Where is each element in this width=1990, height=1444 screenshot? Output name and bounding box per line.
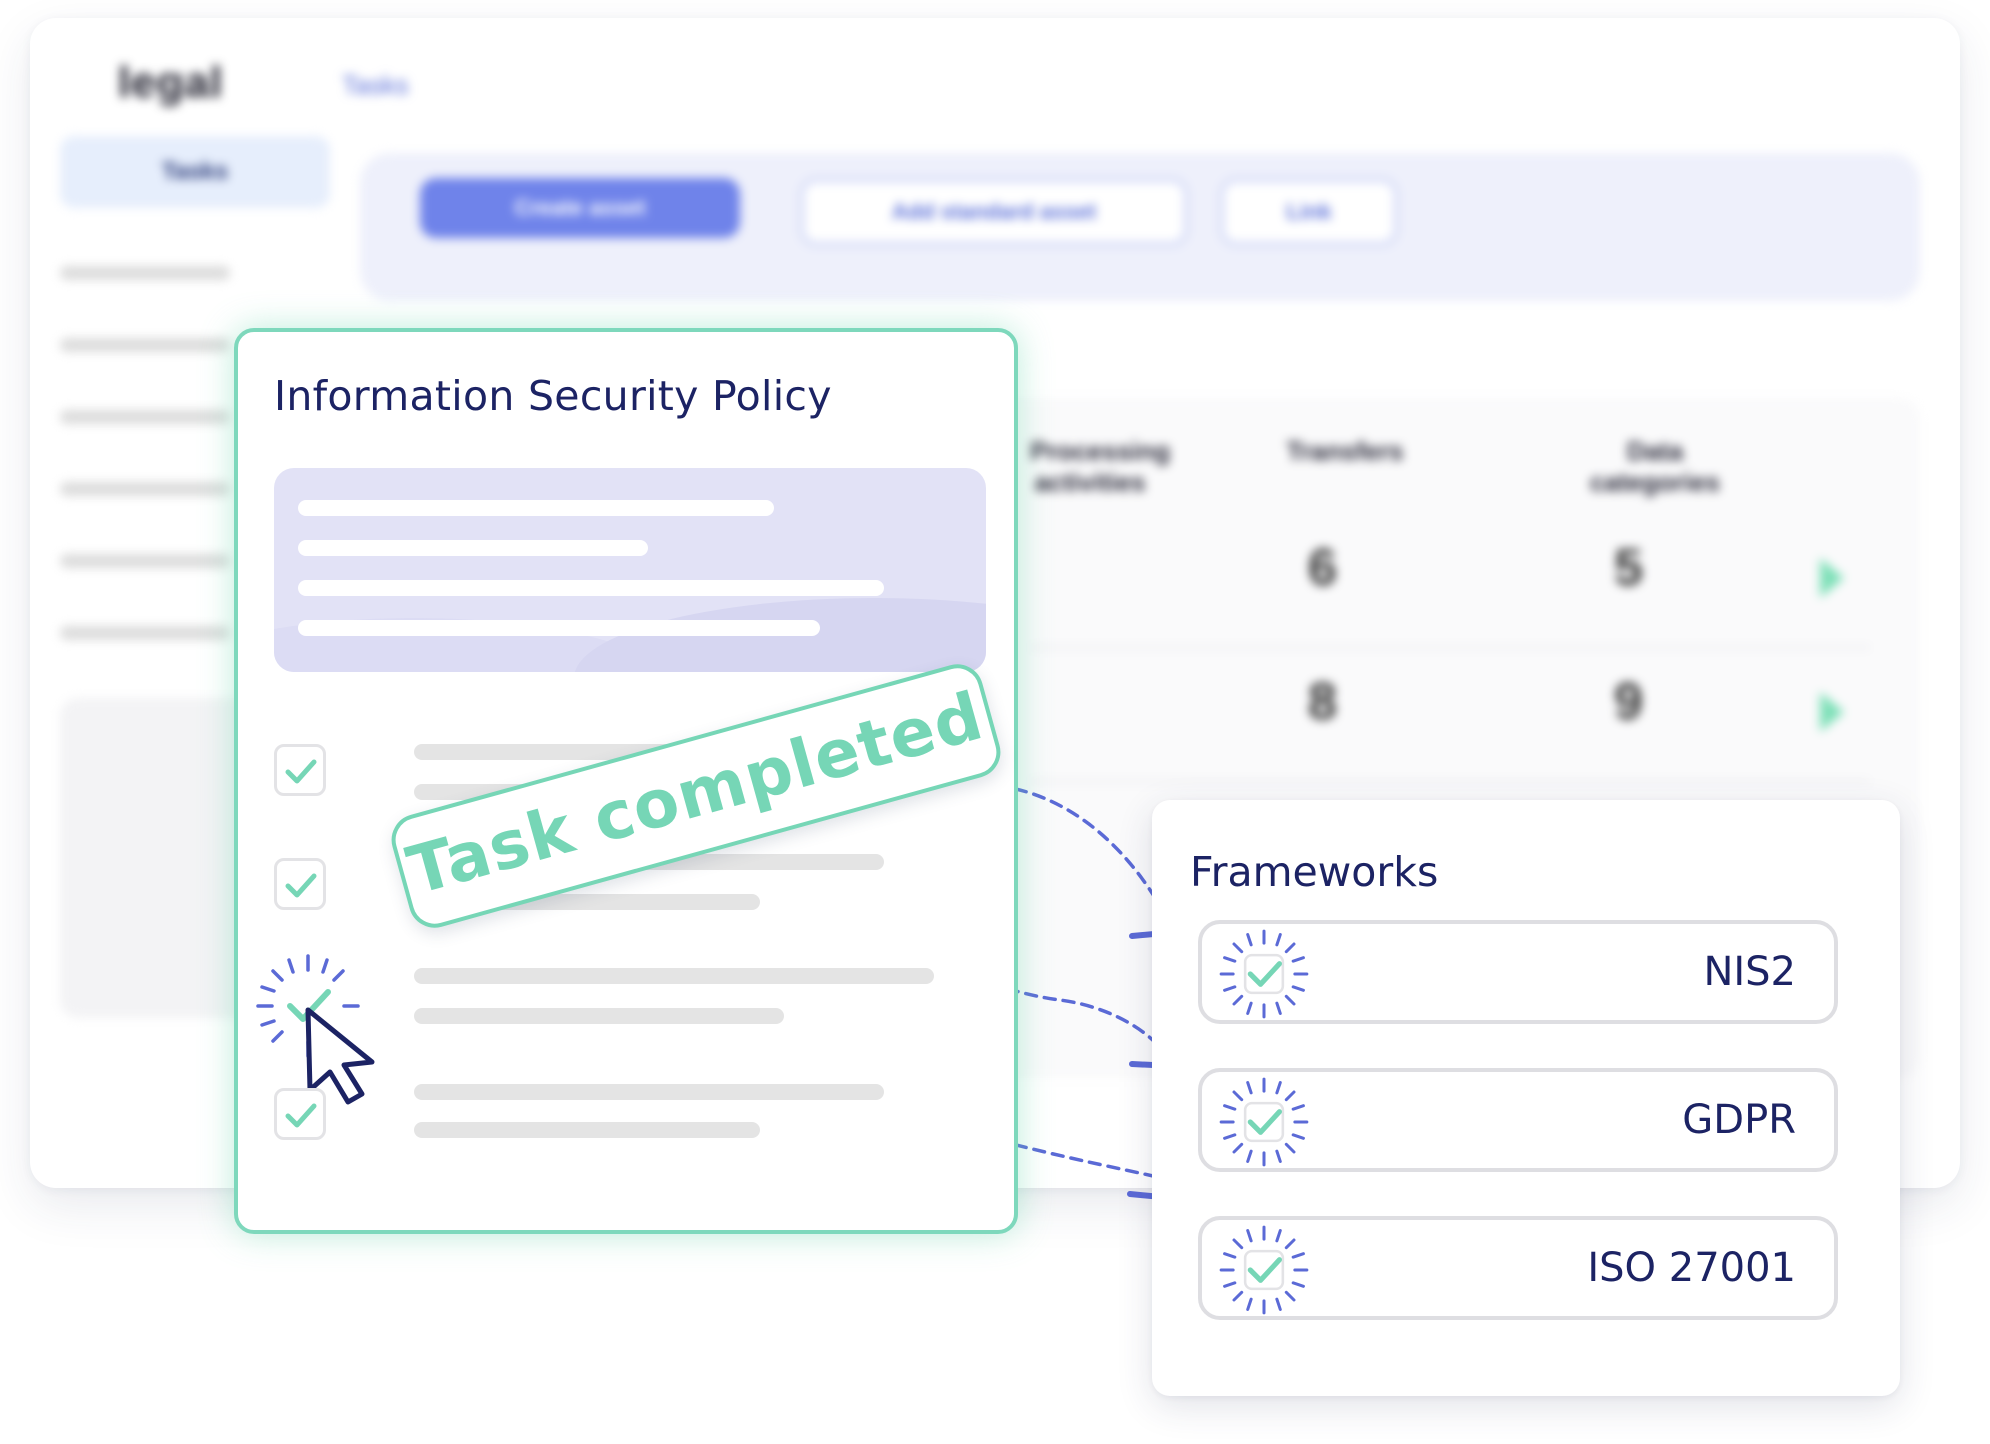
sidebar-item[interactable]	[60, 626, 230, 640]
verified-check-icon	[1219, 1077, 1309, 1167]
frameworks-card: Frameworks NIS2	[1152, 800, 1900, 1396]
framework-label: GDPR	[1682, 1097, 1796, 1143]
table-header: Transfers	[1286, 436, 1404, 466]
verified-check-icon	[1219, 1225, 1309, 1315]
chevron-right-icon[interactable]	[1820, 558, 1844, 598]
table-cell: 9	[1614, 673, 1643, 731]
sidebar-item[interactable]	[60, 482, 230, 496]
task-text-line	[414, 1122, 760, 1138]
link-button[interactable]: Link	[1220, 178, 1398, 246]
sidebar-item-tasks[interactable]: Tasks	[60, 136, 330, 208]
chevron-right-icon[interactable]	[1820, 692, 1844, 732]
framework-label: NIS2	[1703, 949, 1796, 995]
checkmark-icon	[285, 759, 317, 784]
top-nav-tasks[interactable]: Tasks	[342, 70, 409, 100]
table-divider	[1030, 646, 1870, 649]
verified-check-icon	[1219, 929, 1309, 1019]
task-text-line	[414, 1008, 784, 1024]
task-checkbox[interactable]	[274, 744, 326, 796]
policy-title: Information Security Policy	[274, 372, 832, 420]
document-text-line	[298, 540, 648, 556]
framework-item-nis2[interactable]: NIS2	[1198, 920, 1838, 1024]
document-text-line	[298, 500, 774, 516]
table-divider	[1030, 780, 1870, 783]
arrow-to-iso	[722, 844, 1172, 1182]
mouse-cursor-icon	[305, 1007, 375, 1105]
task-text-line	[414, 968, 934, 984]
table-cell: 8	[1308, 673, 1337, 731]
document-text-line	[298, 580, 884, 596]
app-logo: legal	[118, 58, 224, 107]
sidebar-item[interactable]	[60, 338, 230, 352]
table-cell: 5	[1614, 539, 1643, 597]
frameworks-title: Frameworks	[1190, 848, 1439, 896]
checkmark-icon	[285, 873, 317, 898]
create-asset-button[interactable]: Create asset	[420, 178, 740, 238]
table-header: Processing activities	[1030, 436, 1171, 497]
table-cell: 6	[1308, 539, 1337, 597]
sidebar-item[interactable]	[60, 554, 230, 568]
task-text-line	[414, 1084, 884, 1100]
document-preview[interactable]	[274, 468, 986, 672]
framework-item-gdpr[interactable]: GDPR	[1198, 1068, 1838, 1172]
sidebar-item[interactable]	[60, 266, 230, 280]
sidebar-item[interactable]	[60, 410, 230, 424]
framework-item-iso-27001[interactable]: ISO 27001	[1198, 1216, 1838, 1320]
add-standard-asset-button[interactable]: Add standard asset	[800, 178, 1188, 246]
framework-label: ISO 27001	[1587, 1245, 1796, 1291]
checkmark-icon	[285, 1103, 317, 1128]
table-header: Data categories	[1589, 436, 1721, 497]
task-checkbox[interactable]	[274, 1088, 326, 1140]
document-text-line	[298, 620, 820, 636]
task-checkbox[interactable]	[274, 858, 326, 910]
